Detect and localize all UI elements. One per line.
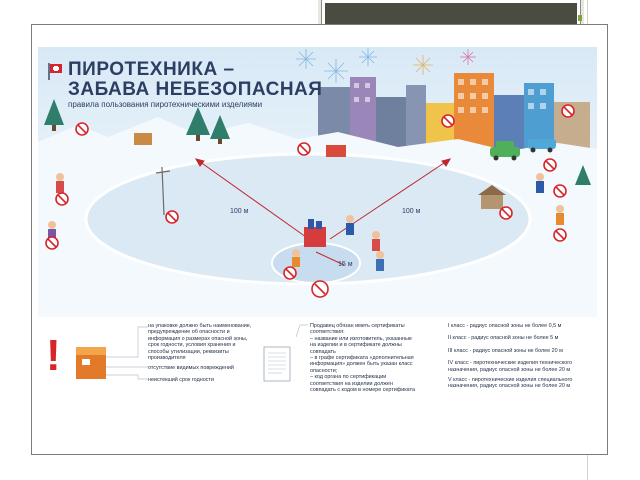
people-figures <box>48 173 564 271</box>
packaging-no-damage: отсутствие видимых повреждений <box>148 365 234 371</box>
distance-label-right: 100 м <box>402 208 421 215</box>
packaging-note-line: способы утилизации, реквизиты <box>148 348 229 355</box>
distance-label-left: 100 м <box>230 208 249 215</box>
poster-title-line1: ПИРОТЕХНИКА – <box>68 59 235 80</box>
house-icon <box>134 133 506 209</box>
certificate-icon <box>263 346 291 382</box>
poster-illustration <box>38 48 597 317</box>
distance-label-center: 15 м <box>338 261 353 268</box>
certificate-note-line: опасности; <box>310 367 338 374</box>
certificate-note-line: информация» должен быть указан класс <box>310 361 413 368</box>
firework-battery-icon <box>304 219 326 247</box>
hazard-classes: I класс - радиус опасной зоны не более 0… <box>448 323 588 390</box>
poster-subtitle: правила пользования пиротехническими изд… <box>68 100 263 109</box>
hazard-class-item: II класс - радиус опасной зоны не более … <box>448 335 559 342</box>
packaging-note-line: информация о размерах опасной зоны, <box>148 335 248 342</box>
packaging-note-line: на упаковке должно быть наименование, <box>148 323 252 329</box>
certificate-note-line: – название или изготовитель, указанные <box>310 335 412 342</box>
distance-arrows <box>194 158 452 266</box>
packaging-note-line: предупреждение об опасности и <box>148 329 230 336</box>
certificate-notes: Продавец обязан иметь сертификаты соотве… <box>310 323 415 393</box>
warning-exclamation-icon: ! <box>46 331 61 380</box>
packaging-note-line: производителя <box>148 355 186 362</box>
slide-accent-bar <box>578 15 582 21</box>
hazard-class-item: I класс - радиус опасной зоны не более 0… <box>448 323 562 329</box>
poster-info-panel <box>38 317 597 424</box>
packaging-notes: на упаковке должно быть наименование, пр… <box>148 323 251 361</box>
hazard-class-item: III класс - радиус опасной зоны не более… <box>448 347 563 354</box>
certificate-note-line: совпадать <box>310 348 336 355</box>
certificate-note-line: соответствия на изделии должен <box>310 380 393 387</box>
certificate-note-line: соответствия: <box>310 329 345 336</box>
info-panel-graphics <box>76 324 308 382</box>
logo-icon <box>48 63 62 80</box>
tree-icon <box>44 99 591 185</box>
packaging-expiry: неистекший срок годности <box>148 377 214 383</box>
fireworks-icon <box>296 48 476 83</box>
certificate-note-line: на изделии и в сертификате должны <box>310 342 402 349</box>
firework-box-icon <box>76 347 106 379</box>
hazard-class-item: V класс - пиротехнические изделия специа… <box>448 377 573 390</box>
car-icon <box>490 139 556 161</box>
pyrotechnics-poster: ПИРОТЕХНИКА – ЗАБАВА НЕБЕЗОПАСНАЯ правил… <box>38 47 597 424</box>
packaging-note-line: срок годности, условия хранения и <box>148 342 236 349</box>
prohibition-sign-icon <box>45 104 575 298</box>
certificate-note-line: – в графе сертификата «дополнительная <box>310 355 414 362</box>
certificate-note-line: – код органа по сертификации <box>310 374 387 381</box>
poster-title-line2: ЗАБАВА НЕБЕЗОПАСНАЯ <box>68 79 323 100</box>
hazard-class-item: IV класс - пиротехнические изделия техни… <box>448 360 573 373</box>
certificate-note-line: совпадать с кодом в номере сертификата <box>310 387 415 394</box>
certificate-note-line: Продавец обязан иметь сертификаты <box>310 323 405 329</box>
power-pole <box>155 166 171 216</box>
